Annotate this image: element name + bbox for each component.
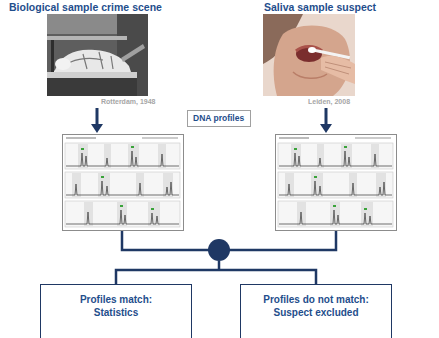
label-box: DNA profiles: [187, 110, 251, 127]
comparison-node: [208, 239, 230, 261]
outcome-text: Profiles match: Statistics: [68, 293, 164, 319]
panel-heading: Saliva sample suspect: [264, 1, 414, 13]
outcome-box: Profiles match: Statistics: [40, 284, 192, 338]
comparison-lines: [116, 231, 336, 284]
outcome-box: Profiles do not match: Suspect excluded: [240, 284, 392, 338]
dna-profile-chart: [63, 135, 184, 231]
panel-heading: Biological sample crime scene: [9, 1, 171, 13]
box-label: DNA profiles: [193, 113, 245, 124]
saliva-sample-photo: [263, 14, 355, 96]
photo-caption: Leiden, 2008: [308, 97, 350, 106]
photo-caption: Rotterdam, 1948: [101, 97, 155, 106]
dna-profile-chart: [276, 135, 397, 231]
down-arrow: [320, 108, 332, 133]
crime-scene-photo: [47, 14, 148, 96]
photo-panel: Biological sample crime sceneRotterdam, …: [9, 1, 171, 109]
photo-panel: Saliva sample suspectLeiden, 2008: [264, 1, 414, 109]
outcome-text: Profiles do not match: Suspect excluded: [255, 293, 377, 319]
down-arrow: [91, 108, 103, 133]
